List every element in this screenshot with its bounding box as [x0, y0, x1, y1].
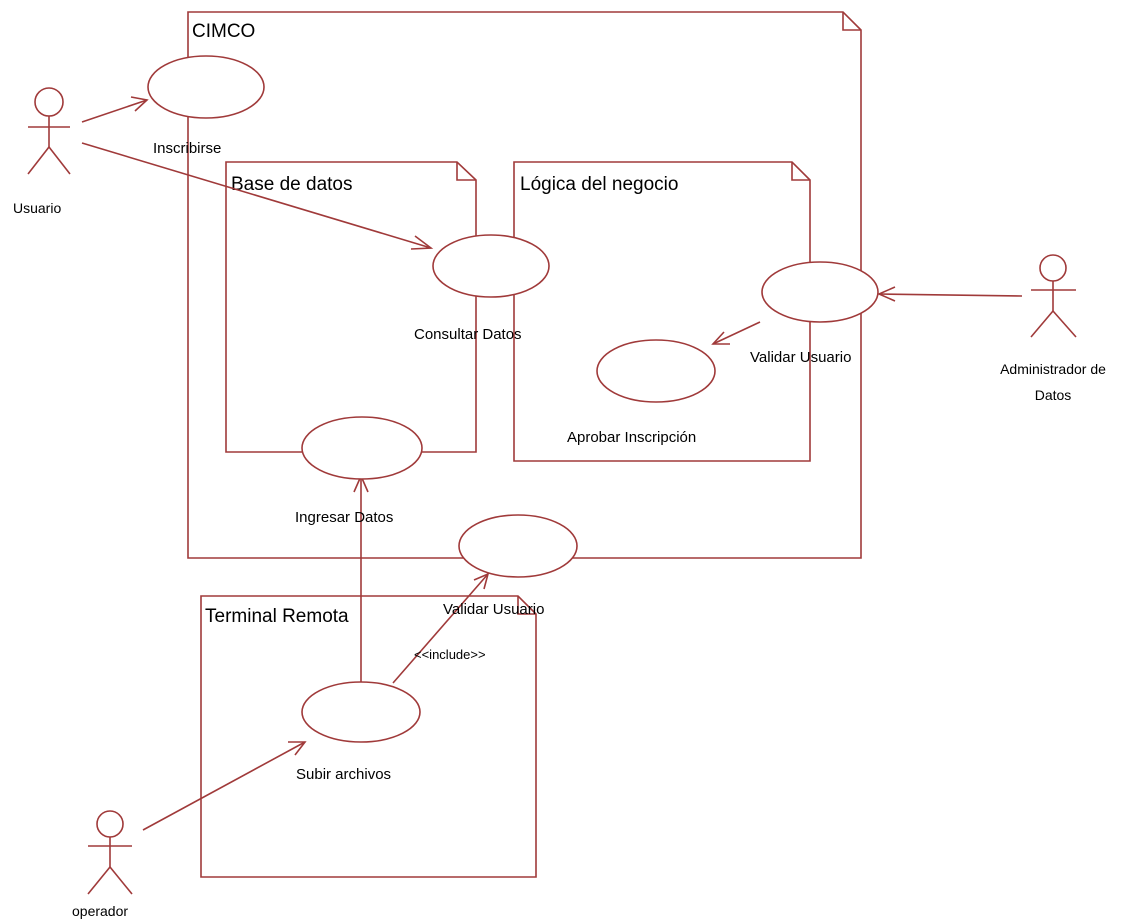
use-case-label: Aprobar Inscripción [567, 429, 696, 446]
actor-operador: operador [72, 810, 133, 919]
use-case-label: Ingresar Datos [295, 509, 393, 526]
arrowhead [877, 286, 896, 302]
assoc-validar-aprobar [712, 321, 761, 345]
actor-administrador-de-datos: Administrador de Datos [1000, 254, 1106, 403]
use-case-subir-archivos: Subir archivos [296, 681, 421, 783]
connectors [81, 96, 1023, 831]
actor-label-line1: Administrador de [1000, 361, 1106, 377]
package-logica-del-negocio: Lógica del negocio [513, 161, 811, 462]
arrowhead [410, 235, 434, 250]
package-terminal-title: Terminal Remota [205, 606, 349, 627]
package-terminal-remota: Terminal Remota [200, 595, 537, 878]
include-subir-validar [392, 573, 489, 684]
assoc-usuario-consultar [81, 142, 432, 249]
use-case-label: Subir archivos [296, 766, 391, 783]
arrowhead [288, 741, 307, 756]
use-case-aprobar-inscripcion: Aprobar Inscripción [567, 339, 716, 446]
use-case-inscribirse: Inscribirse [147, 55, 265, 157]
arrowhead [130, 96, 149, 112]
assoc-operador-subir [142, 741, 306, 831]
actor-usuario: Usuario [13, 87, 71, 216]
use-case-consultar-datos: Consultar Datos [414, 234, 550, 343]
package-cimco-title: CIMCO [192, 21, 255, 42]
use-case-label: Validar Usuario [750, 349, 851, 366]
use-case-ingresar-datos: Ingresar Datos [295, 416, 423, 526]
assoc-admin-validar [878, 293, 1023, 297]
use-case-validar-usuario-logica: Validar Usuario [750, 261, 879, 366]
use-case-label: Validar Usuario [443, 601, 544, 618]
actor-label-line2: Datos [1035, 387, 1072, 403]
assoc-usuario-inscribirse [81, 99, 148, 123]
use-case-label: Inscribirse [153, 140, 221, 157]
actor-label: operador [72, 903, 128, 919]
package-base-de-datos: Base de datos [225, 161, 477, 453]
use-case-label: Consultar Datos [414, 326, 522, 343]
arrowhead [711, 331, 730, 345]
arrowhead [473, 572, 490, 590]
actor-label: Usuario [13, 200, 61, 216]
package-logica-title: Lógica del negocio [520, 174, 678, 195]
package-base-de-datos-title: Base de datos [231, 174, 352, 195]
include-stereotype-label: <<include>> [414, 647, 486, 662]
use-case-validar-usuario-cimco: Validar Usuario [443, 514, 578, 618]
